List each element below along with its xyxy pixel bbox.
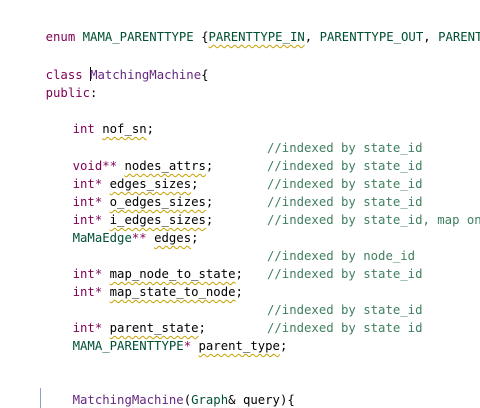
member-o-edges-sizes: o_edges_sizes	[109, 195, 206, 209]
code-line-parent-type: MAMA_PARENTTYPE* parent_type;	[72, 339, 288, 353]
keyword-class: class	[45, 68, 83, 82]
code-line-class: class MatchingMachine{	[45, 67, 209, 82]
member-nof-sn: nof_sn	[102, 122, 147, 136]
comment-parent-type: //indexed by state id	[267, 321, 423, 335]
comment-i-edges-sizes: //indexed by state_id	[267, 195, 423, 209]
comment-edges: //indexed by state_id, map on s	[267, 213, 480, 227]
code-line-constructor: MatchingMachine(Graph& query){	[72, 393, 295, 407]
code-line-enum: enum MAMA_PARENTTYPE {PARENTTYPE_IN, PAR…	[16, 10, 480, 44]
code-line-map-node-to-state: int* map_node_to_state;	[72, 267, 243, 281]
text-caret	[90, 67, 92, 81]
code-line-nof-sn: int nof_sn;	[72, 122, 155, 136]
code-line-public: public:	[45, 86, 98, 100]
member-edges-sizes: edges_sizes	[109, 177, 192, 191]
code-line-map-state-to-node: int* map_state_to_node;	[72, 285, 243, 299]
code-line-nodes-attrs: void** nodes_attrs;	[72, 159, 214, 173]
code-line-i-edges-sizes: int* i_edges_sizes;	[72, 213, 214, 227]
comment-nodes-attrs: //indexed by state_id	[267, 141, 423, 155]
enum-value-in: PARENTTYPE_IN	[208, 30, 305, 44]
code-line-edges-sizes: int* edges_sizes;	[72, 177, 199, 191]
comment-parent-state: //indexed by state_id	[267, 303, 423, 317]
member-i-edges-sizes: i_edges_sizes	[109, 213, 206, 227]
member-map-state-to-node: map_state_to_node	[109, 285, 236, 299]
constructor-name: MatchingMachine	[72, 393, 184, 407]
enum-name: MAMA_PARENTTYPE	[82, 30, 194, 44]
member-parent-state: parent_state	[109, 321, 199, 335]
enum-value-out: PARENTTYPE_OUT	[319, 30, 424, 44]
keyword-public: public	[45, 86, 91, 100]
member-parent-type: parent_type	[198, 339, 280, 353]
comment-map-state-to-node: //indexed by state_id	[267, 267, 423, 281]
comment-edges-sizes: //indexed by state_id	[267, 159, 423, 173]
class-name: MatchingMachine	[90, 68, 202, 82]
bracket-scope-guide	[40, 388, 41, 408]
code-line-o-edges-sizes: int* o_edges_sizes;	[72, 195, 214, 209]
param-query: query	[242, 393, 280, 407]
code-line-edges: MaMaEdge** edges;	[72, 231, 199, 245]
member-nodes-attrs: nodes_attrs	[124, 159, 206, 173]
keyword-enum: enum	[45, 30, 76, 44]
member-edges: edges	[154, 231, 192, 245]
member-map-node-to-state: map_node_to_state	[109, 267, 236, 281]
enum-value-null: PARENTTYPE_NULL	[438, 30, 480, 44]
comment-o-edges-sizes: //indexed by state_id	[267, 177, 423, 191]
param-type-graph: Graph	[191, 393, 229, 407]
comment-map-node-to-state: //indexed by node_id	[267, 249, 416, 263]
code-line-parent-state: int* parent_state;	[72, 321, 206, 335]
